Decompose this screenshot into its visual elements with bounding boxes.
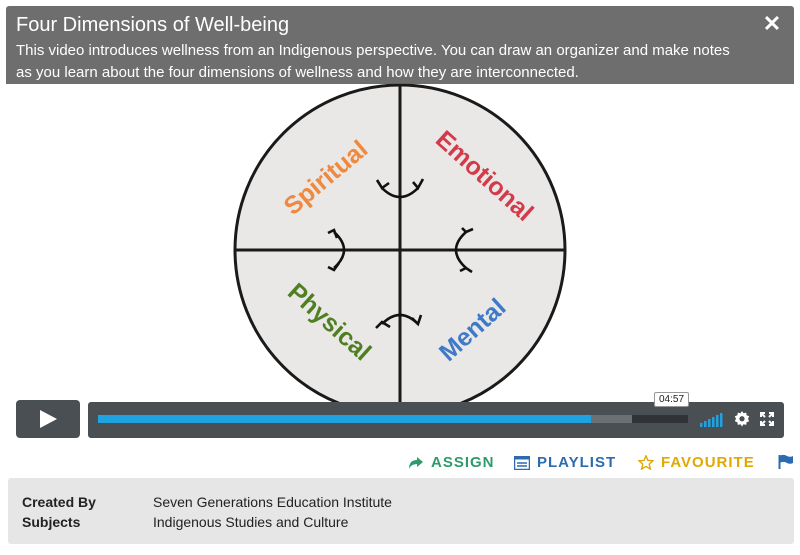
video-description: This video introduces wellness from an I… bbox=[16, 42, 730, 81]
subjects-label: Subjects bbox=[22, 514, 81, 530]
arrow-top bbox=[381, 187, 419, 199]
created-by-value: Seven Generations Education Institute bbox=[153, 494, 392, 510]
video-info-overlay: Four Dimensions of Well-being This video… bbox=[6, 6, 794, 84]
video-player[interactable]: Spiritual Emotional Physical Mental Four… bbox=[6, 6, 794, 448]
wellness-wheel-diagram: Spiritual Emotional Physical Mental bbox=[233, 83, 567, 417]
subjects-row: Subjects Indigenous Studies and Culture bbox=[22, 512, 780, 532]
progress-bar[interactable] bbox=[98, 415, 688, 423]
share-arrow-icon bbox=[409, 456, 423, 469]
assign-button[interactable]: ASSIGN bbox=[408, 454, 495, 471]
interconnection-arrows bbox=[327, 178, 474, 329]
play-icon[interactable] bbox=[38, 409, 58, 429]
favourite-label: FAVOURITE bbox=[661, 454, 755, 471]
created-by-label: Created By bbox=[22, 494, 96, 510]
settings-gear-icon[interactable] bbox=[734, 411, 750, 427]
video-title: Four Dimensions of Well-being bbox=[16, 14, 290, 36]
favourite-button[interactable]: FAVOURITE bbox=[638, 454, 755, 471]
close-overlay-button[interactable]: ✕ bbox=[762, 11, 782, 36]
created-by-row: Created By Seven Generations Education I… bbox=[22, 492, 780, 512]
play-button[interactable] bbox=[16, 400, 80, 438]
played-range bbox=[98, 415, 591, 423]
fullscreen-icon[interactable] bbox=[760, 412, 774, 426]
playlist-icon bbox=[514, 455, 530, 470]
star-icon bbox=[638, 455, 654, 470]
subjects-value: Indigenous Studies and Culture bbox=[153, 514, 349, 530]
control-bar: 04:57 bbox=[88, 392, 784, 438]
playlist-button[interactable]: PLAYLIST bbox=[514, 454, 616, 471]
volume-icon[interactable] bbox=[700, 413, 724, 427]
video-actions: ASSIGN PLAYLIST FAVOURITE bbox=[0, 452, 800, 476]
player-controls: 04:57 bbox=[6, 392, 794, 444]
arrow-right bbox=[454, 231, 467, 269]
video-metadata: Created By Seven Generations Education I… bbox=[8, 478, 794, 544]
report-flag-icon[interactable] bbox=[778, 454, 794, 470]
assign-label: ASSIGN bbox=[431, 454, 495, 471]
time-tooltip: 04:57 bbox=[654, 392, 690, 407]
playlist-label: PLAYLIST bbox=[537, 454, 617, 471]
close-icon[interactable]: ✕ bbox=[762, 11, 782, 36]
